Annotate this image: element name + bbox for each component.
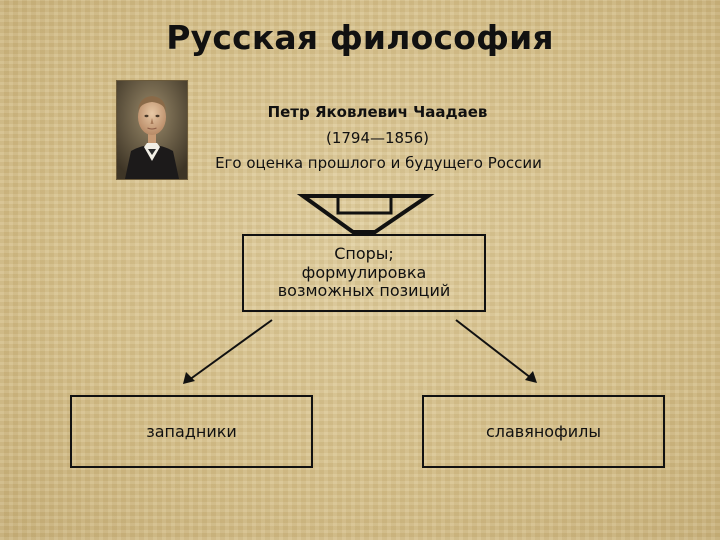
block-down-arrow-inner xyxy=(336,197,393,215)
arrow-line-left xyxy=(188,319,273,381)
block-down-arrow-icon xyxy=(296,194,435,234)
person-name: Петр Яковлевич Чаадаев xyxy=(267,103,488,121)
slide-title: Русская философия xyxy=(166,18,554,57)
person-years: (1794—1856) xyxy=(325,129,430,147)
portrait-photo-icon xyxy=(116,80,188,180)
disputes-line-2: формулировка xyxy=(301,262,427,282)
slavophiles-label: славянофилы xyxy=(485,422,602,441)
westerners-box: западники xyxy=(70,395,313,468)
disputes-line-1: Споры; xyxy=(334,243,394,263)
disputes-text: Споры; формулировка возможных позиций xyxy=(277,243,451,302)
disputes-line-3: возможных позиций xyxy=(277,281,451,301)
arrowhead-left xyxy=(183,372,195,384)
disputes-box: Споры; формулировка возможных позиций xyxy=(242,234,486,312)
arrowhead-right xyxy=(525,371,537,383)
person-assessment: Его оценка прошлого и будущего России xyxy=(215,154,542,172)
arrow-line-right xyxy=(455,319,532,379)
westerners-label: западники xyxy=(146,422,237,441)
slavophiles-box: славянофилы xyxy=(422,395,665,468)
